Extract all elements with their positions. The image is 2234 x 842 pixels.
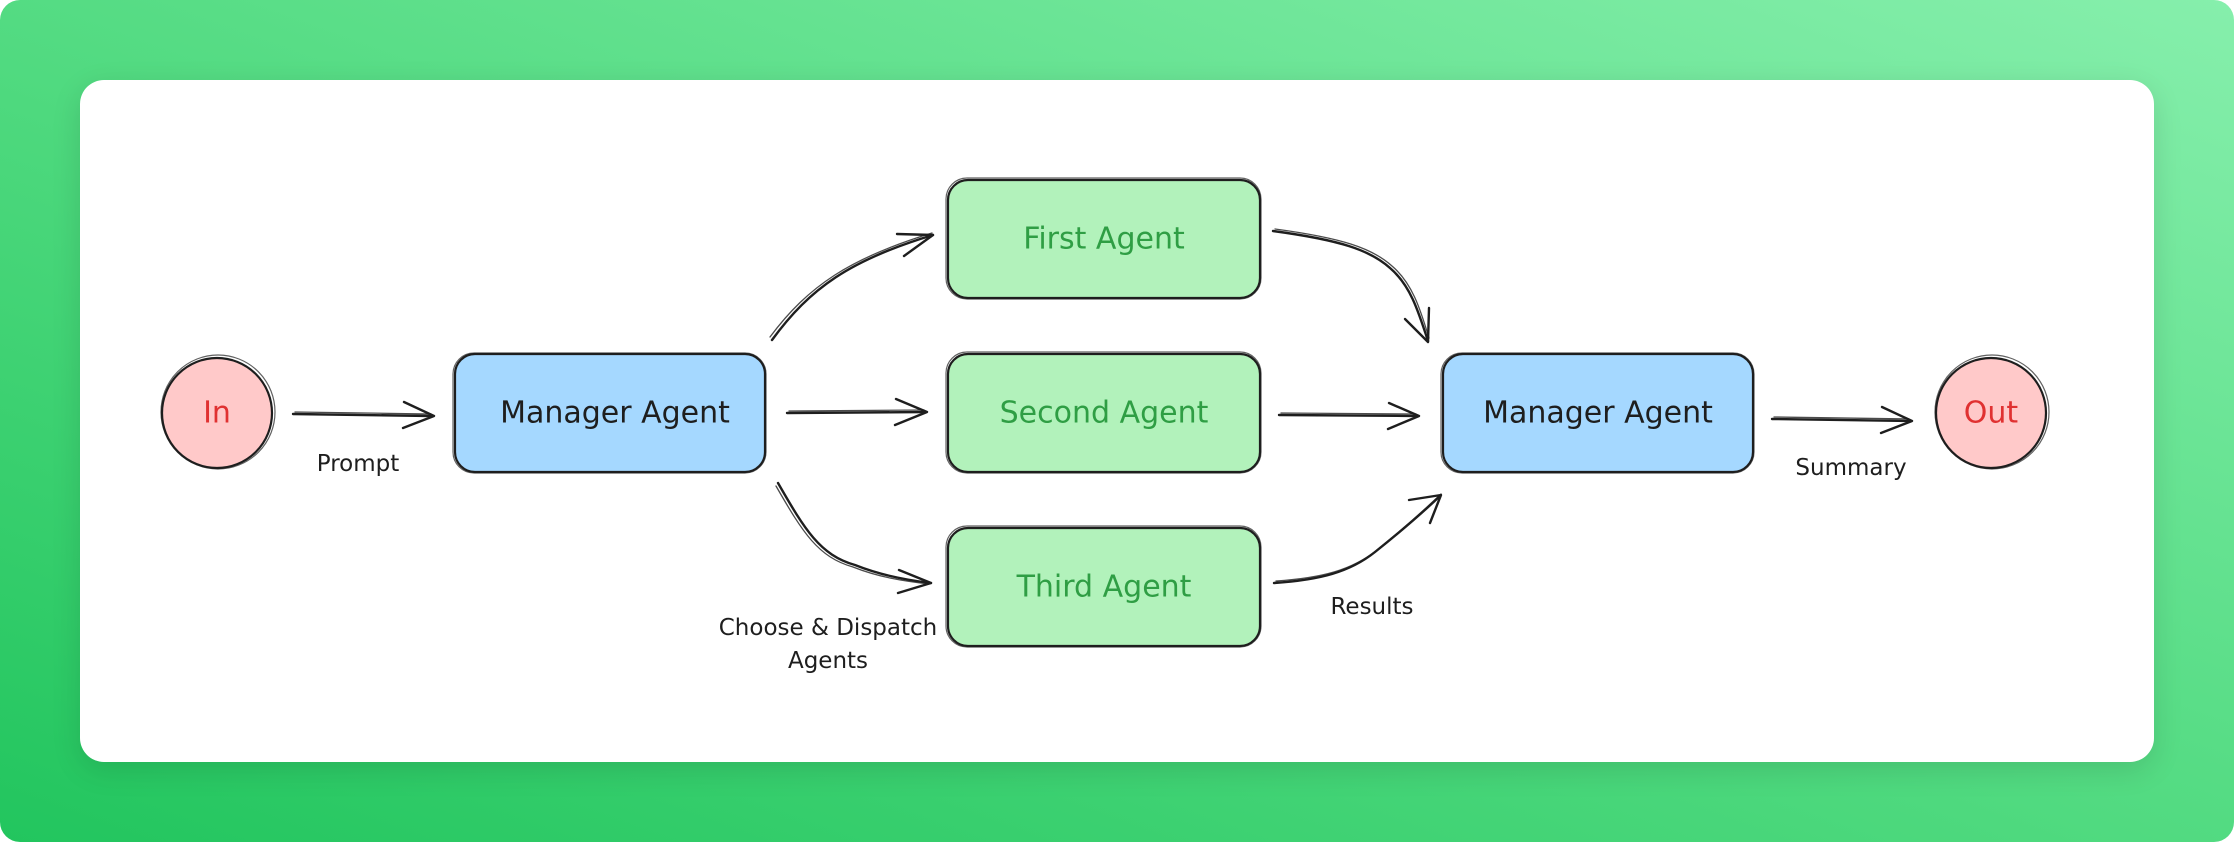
edge-label-prompt: Prompt xyxy=(317,451,400,477)
node-manager-agent-start: Manager Agent xyxy=(452,352,767,474)
edge-label-results: Results xyxy=(1330,594,1413,620)
node-third-agent-label: Third Agent xyxy=(1016,570,1192,605)
arrow-second-agent-to-manager xyxy=(1277,401,1421,431)
arrow-first-agent-to-manager xyxy=(1271,228,1431,344)
node-manager-agent-end-label: Manager Agent xyxy=(1483,396,1713,431)
arrow-manager-to-out xyxy=(1770,405,1914,435)
arrow-third-agent-to-manager xyxy=(1272,493,1443,585)
edge-label-summary: Summary xyxy=(1795,455,1906,481)
node-third-agent: Third Agent xyxy=(945,525,1262,648)
node-first-agent-label: First Agent xyxy=(1023,222,1185,257)
edge-label-dispatch-line-1: Choose & Dispatch xyxy=(719,615,938,641)
arrow-manager-to-third-agent xyxy=(775,481,933,595)
node-second-agent-label: Second Agent xyxy=(1000,396,1209,431)
node-manager-agent-start-label: Manager Agent xyxy=(500,396,730,431)
node-in: In xyxy=(160,354,276,470)
node-out-label: Out xyxy=(1964,396,2019,431)
arrow-manager-to-second-agent xyxy=(785,397,929,427)
node-out: Out xyxy=(1934,354,2050,470)
arrow-manager-to-first-agent xyxy=(769,232,935,342)
arrow-in-to-manager xyxy=(291,400,436,430)
edge-label-dispatch-line-2: Agents xyxy=(788,648,868,674)
node-second-agent: Second Agent xyxy=(945,351,1262,474)
node-manager-agent-end: Manager Agent xyxy=(1440,352,1755,474)
node-in-label: In xyxy=(203,396,231,431)
node-first-agent: First Agent xyxy=(945,177,1262,300)
